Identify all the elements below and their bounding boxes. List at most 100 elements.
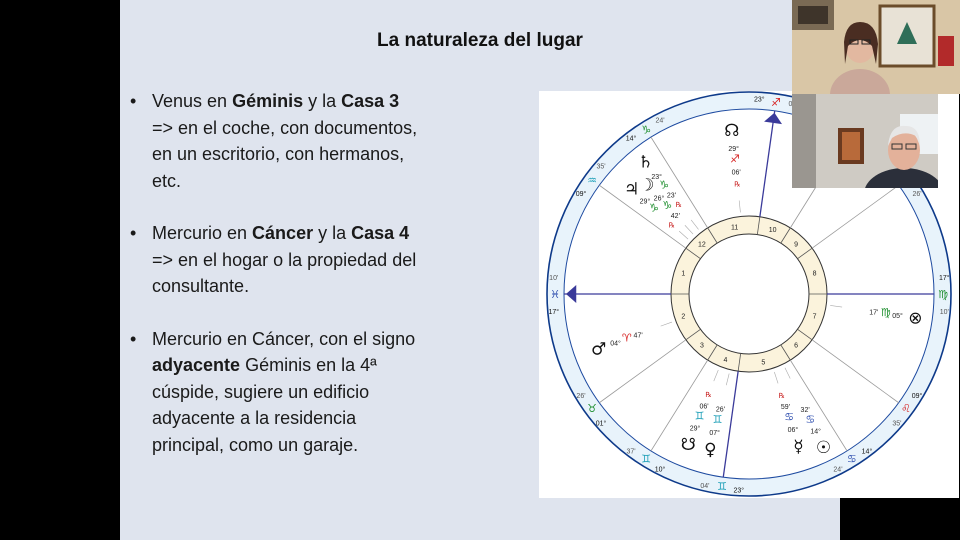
astrology-chart-wheel: 10987654321121123°♐04'10°♐37'01°♏26'17°♍… (546, 91, 952, 497)
planet-degree: 05° (892, 312, 903, 320)
video-feed-man (792, 94, 938, 188)
cusp-sign-icon: ♓ (550, 288, 560, 301)
house-number: 6 (794, 342, 798, 349)
house-cusp-line (650, 359, 709, 452)
angle-arrowhead (566, 284, 577, 304)
house-number: 5 (761, 359, 765, 366)
planet-tick (774, 371, 779, 384)
planet-sign-icon: ♋ (784, 411, 794, 424)
cusp-sign-icon: ♊ (717, 480, 727, 493)
house-number: 2 (681, 313, 685, 320)
cusp-minutes: 10' (549, 275, 558, 282)
planet-sign-icon: ♊ (713, 413, 723, 426)
bold-text: Géminis (232, 91, 304, 111)
bullet-item: Mercurio en Cáncer y la Casa 4 => en el … (128, 220, 418, 300)
planet-glyph-icon: ♂ (591, 340, 606, 360)
cusp-minutes: 26' (912, 191, 921, 198)
cusp-degree: 09° (912, 392, 923, 400)
house-divider (780, 227, 791, 244)
text-run: y la (313, 223, 352, 243)
house-divider (707, 344, 718, 361)
planet-minutes: 47' (634, 332, 643, 339)
house-number: 10 (769, 227, 777, 234)
cusp-minutes: 04' (700, 483, 709, 490)
planet-glyph-icon: ☋ (681, 435, 696, 455)
planet-sign-icon: ♑ (659, 178, 669, 191)
cusp-sign-icon: ♌ (901, 402, 911, 415)
planet-sign-icon: ♈ (622, 331, 632, 344)
planet-tick (713, 369, 719, 382)
retrograde-icon: ℞ (676, 201, 682, 209)
house-cusp-line (599, 184, 687, 249)
planet-degree: 07° (709, 429, 720, 437)
planet-tick (738, 200, 741, 213)
video-feed-woman (792, 0, 960, 94)
retrograde-icon: ℞ (669, 221, 675, 229)
planet-minutes: 59' (781, 404, 790, 411)
participant-video-1[interactable] (792, 0, 960, 94)
cusp-degree: 10° (655, 466, 666, 474)
participant-video-2[interactable] (792, 94, 938, 188)
house-cusp-line (811, 184, 899, 249)
planet-minutes: 42' (671, 213, 680, 220)
planet-glyph-icon: ☉ (816, 438, 831, 458)
house-divider (707, 227, 718, 244)
text-run: Mercurio en (152, 223, 253, 243)
planet-sign-icon: ♋ (805, 413, 815, 426)
cusp-sign-icon: ♊ (641, 453, 651, 466)
planet-tick (830, 305, 843, 308)
planet-tick (684, 225, 694, 235)
planet-glyph-icon: ⊗ (908, 308, 922, 328)
house-cusp-line (722, 371, 739, 478)
planet-sign-icon: ♊ (695, 409, 705, 422)
cusp-degree: 14° (626, 134, 637, 142)
planet-sign-icon: ♐ (730, 153, 740, 166)
presentation-slide: La naturaleza del lugar Venus en Géminis… (120, 0, 959, 540)
cusp-sign-icon: ♑ (641, 123, 651, 136)
planet-glyph-icon: ♄ (638, 153, 653, 173)
house-divider (797, 328, 813, 341)
cusp-minutes: 37' (626, 449, 635, 456)
bold-text: Casa 3 (341, 91, 400, 111)
cusp-minutes: 35' (597, 163, 606, 170)
house-cusp-line (650, 136, 709, 229)
cusp-sign-icon: ♍ (938, 288, 948, 301)
house-divider (780, 344, 791, 361)
house-number: 11 (731, 225, 738, 232)
cusp-degree: 17° (548, 308, 559, 316)
bold-text: Cáncer (252, 223, 314, 243)
house-cusp-line (599, 339, 687, 404)
planet-tick (784, 367, 791, 379)
bullet-text: Mercurio en Cáncer y la Casa 4 => en el … (152, 223, 416, 296)
bullet-text: Venus en Géminis y la Casa 3 => en el co… (152, 91, 417, 191)
planet-glyph-icon: ♃ (624, 179, 639, 199)
planet-glyph-icon: ♀ (704, 440, 716, 460)
text-run: Venus en (152, 91, 233, 111)
cusp-degree: 14° (862, 448, 873, 456)
planet-degree: 14° (810, 428, 821, 436)
house-divider (685, 247, 701, 260)
inner-circle (688, 233, 810, 355)
planet-degree: 29° (690, 425, 701, 433)
cusp-minutes: 26' (576, 393, 585, 400)
text-run: => en el hogar o la propiedad del consul… (152, 249, 417, 297)
horary-chart-panel: 10987654321121123°♐04'10°♐37'01°♏26'17°♍… (539, 91, 959, 498)
house-cusp-line (789, 359, 848, 452)
house-cusp-line (811, 339, 899, 404)
cusp-degree: 17° (939, 274, 950, 282)
bullet-text: Mercurio en Cáncer, con el signo adyacen… (152, 329, 415, 455)
bold-text: Casa 4 (351, 223, 410, 243)
planet-minutes: 17' (869, 310, 878, 317)
planet-sign-icon: ♑ (649, 201, 659, 214)
cusp-degree: 23° (733, 487, 744, 495)
cusp-minutes: 35' (892, 421, 901, 428)
planet-tick (725, 373, 730, 386)
cusp-degree: 23° (754, 95, 765, 103)
cusp-sign-icon: ♉ (587, 402, 597, 415)
house-divider (685, 328, 701, 341)
planet-sign-icon: ♍ (881, 306, 891, 319)
retrograde-icon: ℞ (705, 391, 711, 399)
angle-arrowhead (764, 112, 783, 125)
planet-glyph-icon: ☊ (724, 121, 739, 141)
house-number: 8 (813, 271, 817, 278)
